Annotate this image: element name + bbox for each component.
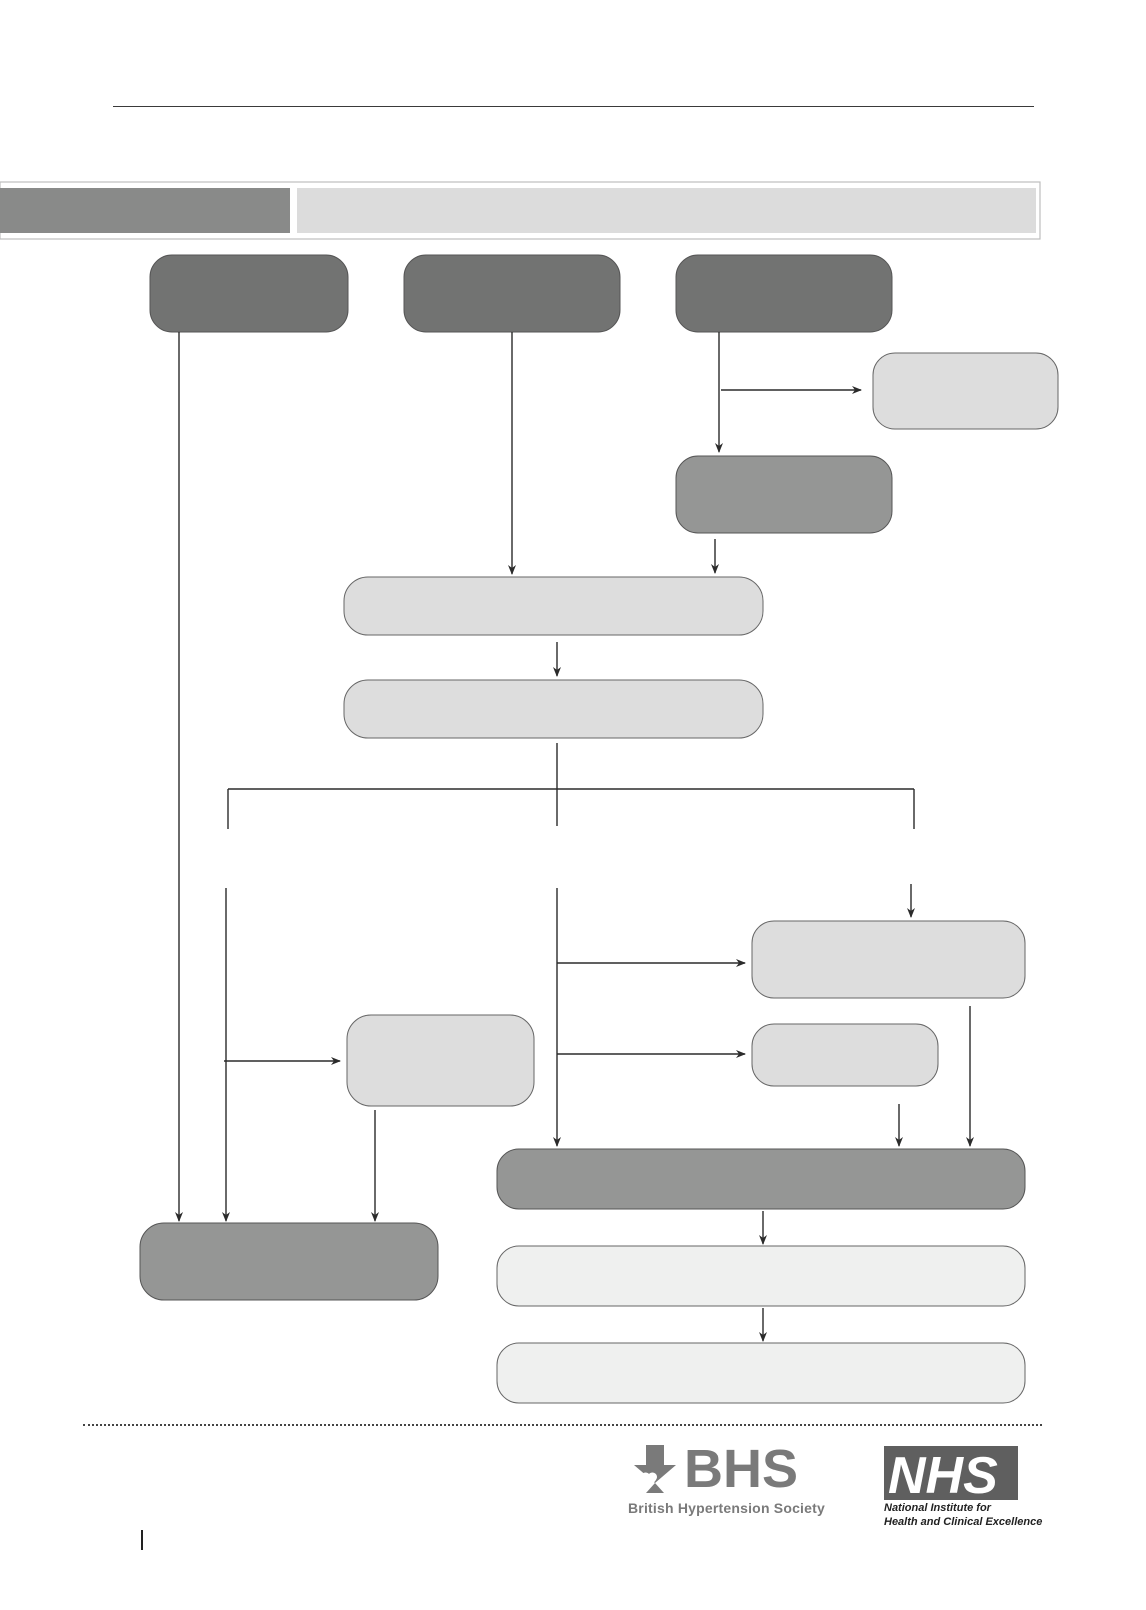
bhs-heart-arrow-icon bbox=[634, 1445, 676, 1493]
central-box-1 bbox=[343, 576, 764, 636]
mid-box-right bbox=[675, 455, 893, 534]
nhs-logo: NHS bbox=[884, 1446, 1018, 1500]
central-box-2 bbox=[343, 679, 764, 739]
top-box-right bbox=[675, 254, 893, 333]
top-box-left bbox=[149, 254, 349, 333]
bottom-pale-box-2 bbox=[496, 1342, 1026, 1404]
bottom-left-dark-box bbox=[139, 1222, 439, 1301]
right-box-upper bbox=[751, 920, 1026, 999]
top-box-middle bbox=[403, 254, 621, 333]
nhs-logo-letters: NHS bbox=[888, 1447, 998, 1500]
header-band-dark-section bbox=[0, 188, 290, 233]
header-band-light-section bbox=[297, 188, 1036, 233]
right-box-lower bbox=[751, 1023, 939, 1087]
left-mid-box bbox=[346, 1014, 535, 1107]
footer-dotted-rule bbox=[83, 1424, 1042, 1426]
header-rule bbox=[113, 106, 1034, 107]
bottom-pale-box-1 bbox=[496, 1245, 1026, 1307]
bhs-logo: BHS bbox=[634, 1443, 798, 1499]
bhs-society-name: British Hypertension Society bbox=[628, 1500, 825, 1516]
bhs-logo-letters: BHS bbox=[684, 1443, 798, 1499]
nice-line-1: National Institute for bbox=[884, 1502, 991, 1514]
page-number-mark bbox=[141, 1530, 143, 1550]
side-box-light bbox=[872, 352, 1059, 430]
bottom-wide-dark-box bbox=[496, 1148, 1026, 1210]
nice-institute-name: National Institute for Health and Clinic… bbox=[884, 1501, 1044, 1529]
flowchart-diagram bbox=[0, 181, 1059, 1404]
nice-line-2: Health and Clinical Excellence bbox=[884, 1516, 1043, 1528]
